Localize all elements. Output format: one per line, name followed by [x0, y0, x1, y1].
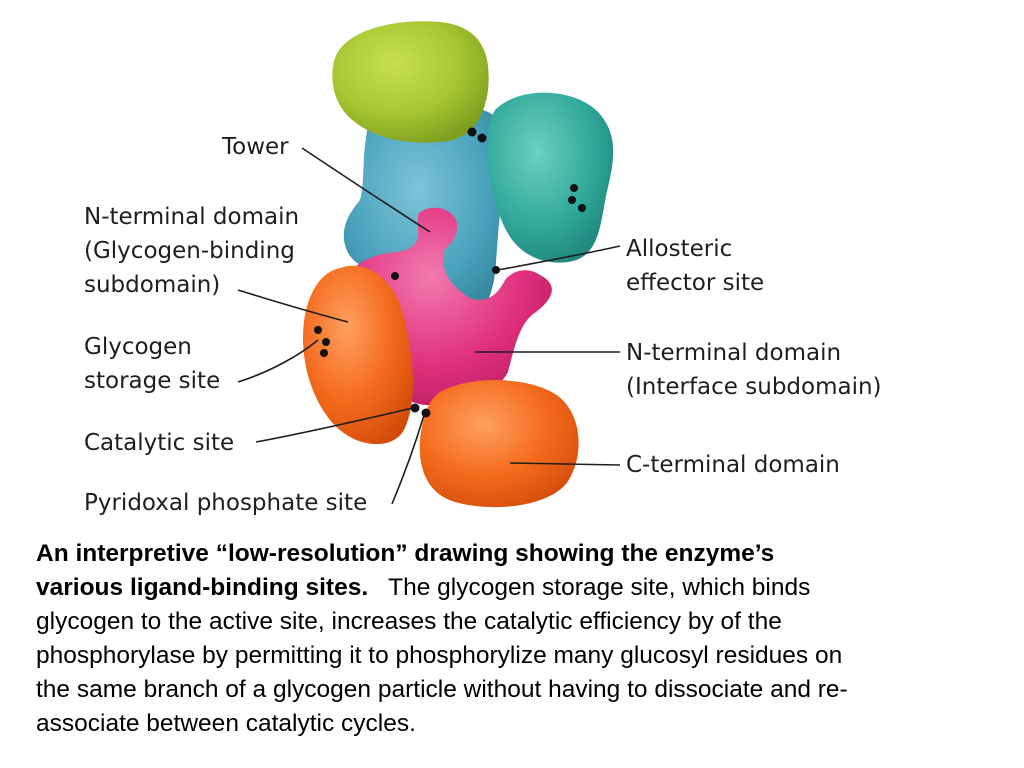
n-terminal-orange-shape: [303, 265, 414, 445]
caption-line-2-rest: The glycogen storage site, which binds: [368, 574, 811, 601]
leader-lines: [237, 147, 621, 505]
c-terminal-domain-shape: [419, 380, 579, 508]
c-terminal-domain-label: C-terminal domain: [626, 452, 840, 478]
glycogen-binding-dot: [391, 272, 399, 280]
allosteric-effector-site-label: Allosteric effector site: [626, 236, 765, 296]
caption-line-3: glycogen to the active site, increases t…: [36, 608, 782, 635]
caption-line-6: associate between catalytic cycles.: [36, 710, 416, 737]
tower-site-dot: [467, 127, 477, 137]
glycogen-storage-dot: [320, 349, 328, 357]
glycogen-storage-dot: [314, 326, 322, 334]
figure-caption: An interpretive “low-resolution” drawing…: [36, 537, 996, 741]
enzyme-diagram: [237, 21, 621, 508]
caption-bold-line-1: An interpretive “low-resolution” drawing…: [36, 540, 775, 567]
allosteric-domain-shape: [487, 92, 614, 263]
catalytic-site-leader-line: [255, 407, 414, 443]
caption-line-4: phosphorylase by permitting it to phosph…: [36, 642, 843, 669]
glycogen-storage-dot: [322, 338, 330, 346]
c-terminal-leader-line: [509, 462, 621, 466]
glycogen-storage-leader-line: [237, 339, 319, 383]
binding-site-markers: [314, 127, 586, 418]
n-terminal-interface-label: N-terminal domain (Interface subdomain): [626, 340, 882, 400]
glycogen-storage-site-label: Glycogen storage site: [84, 334, 221, 394]
catalytic-site-dot: [410, 403, 420, 413]
pyridoxal-phosphate-site-label: Pyridoxal phosphate site: [84, 490, 368, 516]
pyridoxal-leader-line: [391, 414, 425, 505]
allosteric-dot: [578, 204, 586, 212]
allosteric-dot: [568, 196, 576, 204]
caption-line-5: the same branch of a glycogen particle w…: [36, 676, 848, 703]
glycogen-binding-subdomain-shape: [332, 21, 489, 143]
caption-line-2: various ligand-binding sites. The glycog…: [36, 571, 996, 605]
tower-site-dot: [477, 133, 487, 143]
glycogen-binding-leader-line: [237, 289, 349, 323]
allosteric-effector-site-dot: [492, 266, 500, 274]
allosteric-leader-line: [497, 245, 621, 271]
caption-bold-line-2: various ligand-binding sites.: [36, 574, 369, 601]
tower-leader-line: [301, 147, 431, 233]
allosteric-dot: [570, 184, 578, 192]
n-terminal-glycogen-binding-label: N-terminal domain (Glycogen-binding subd…: [84, 204, 300, 298]
catalytic-site-label: Catalytic site: [84, 430, 235, 456]
tower-label: Tower: [222, 134, 289, 160]
